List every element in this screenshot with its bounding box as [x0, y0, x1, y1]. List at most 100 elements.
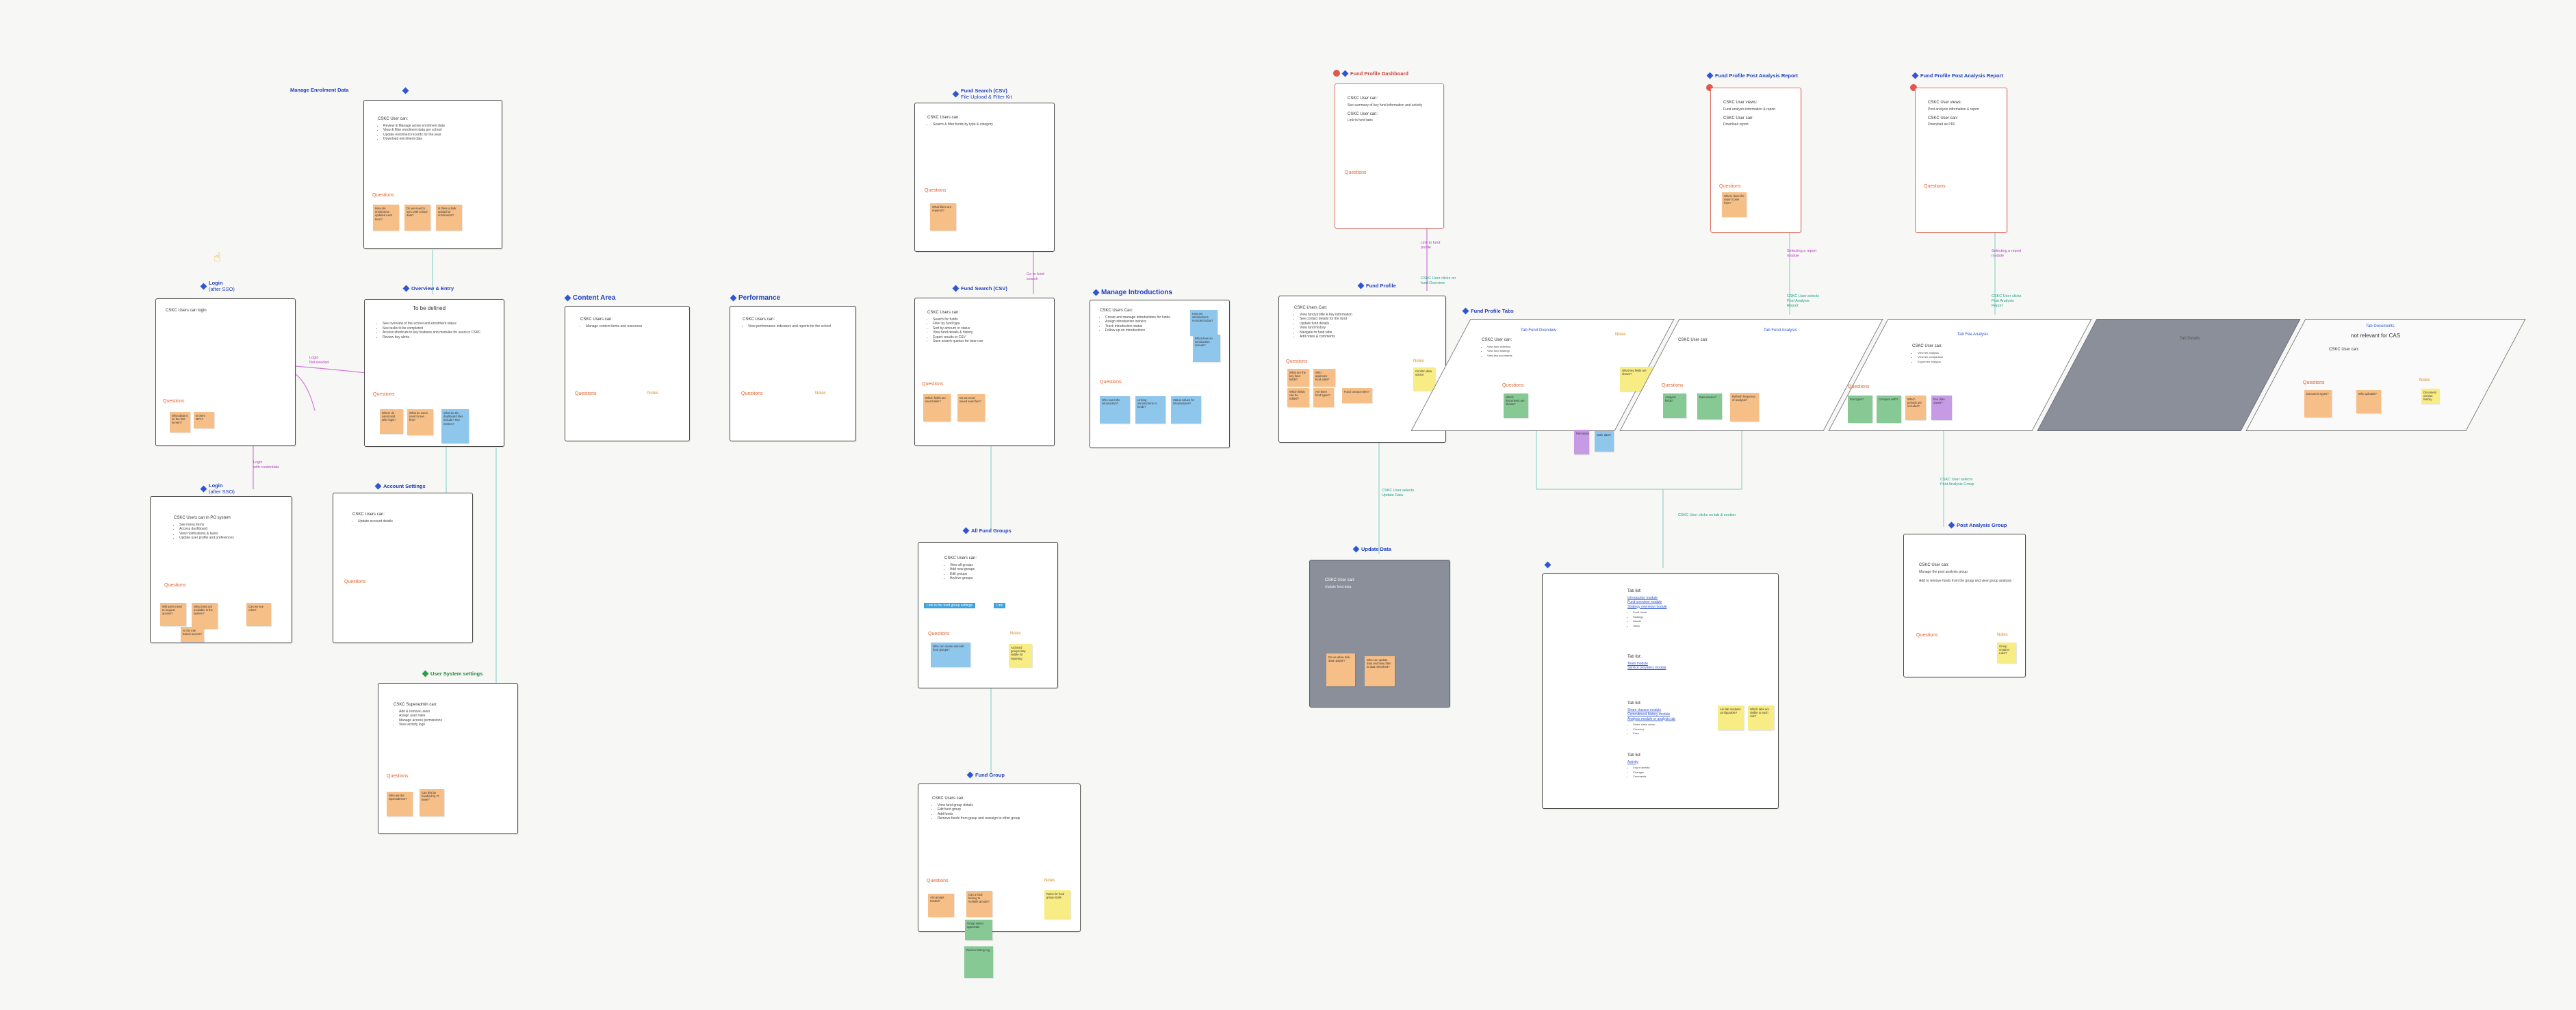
sticky-note[interactable]: Status values for introductions? — [1171, 396, 1201, 424]
tab-link[interactable]: Activity — [1627, 760, 1638, 764]
overview-title[interactable]: Overview & Entry — [402, 285, 454, 292]
sticky-note[interactable]: Fee data owner? — [1931, 396, 1952, 420]
sticky-note[interactable]: Review history log — [964, 946, 993, 978]
sticky-note[interactable]: Linking introductions to funds? — [1135, 396, 1165, 424]
tabs-detail-frame[interactable]: Tab list: Introduction module Fund overv… — [1542, 573, 1779, 809]
sticky-note[interactable]: Which periods are included? — [1905, 396, 1926, 420]
sticky-note[interactable]: What roles are available in the system? — [192, 603, 218, 629]
tab-details-title[interactable]: Tab Details — [2180, 337, 2200, 341]
tab-link[interactable]: Introduction module — [1627, 595, 1658, 600]
sticky-note[interactable]: Is there MFA? — [194, 412, 214, 428]
manage-enrolment-title[interactable]: Manage Enrolment Data — [290, 87, 349, 93]
sticky-note[interactable]: Who uploads? — [2356, 390, 2381, 413]
sticky-note[interactable]: What are the key fund fields? — [1287, 369, 1309, 387]
sticky-note[interactable]: Are groups nested? — [928, 894, 954, 917]
performance-title[interactable]: Performance — [730, 294, 780, 302]
post-analysis-frame-1[interactable]: CSKC User views: Fund analysis informati… — [1710, 88, 1801, 233]
fund-search-frame[interactable]: CSKC Users can: Search for funds Filter … — [914, 298, 1055, 446]
login-title[interactable]: Login(after SSO) — [200, 280, 235, 292]
update-data-frame[interactable]: CSKC User can: Update fund data Do we al… — [1309, 560, 1450, 708]
content-area-title[interactable]: Content Area — [564, 294, 615, 302]
sticky-note[interactable]: Who owns the introduction? — [1100, 396, 1130, 424]
sticky-note[interactable]: Do we need to sync with school data? — [404, 205, 430, 231]
sticky-note[interactable]: Rules for fund group totals — [1044, 890, 1070, 919]
post-analysis-group-title[interactable]: Post Analysis Group — [1948, 521, 2007, 529]
link-highlight[interactable]: Link to the fund group settings — [924, 603, 975, 608]
sticky-note[interactable]: What filters are required? — [930, 203, 956, 231]
tab-link[interactable]: Service providers module — [1627, 666, 1666, 670]
tab-link[interactable]: Share classes module — [1627, 708, 1662, 712]
fund-profile-dashboard-frame[interactable]: CSKC User can: See summary of key fund i… — [1335, 83, 1444, 229]
sticky-note[interactable]: Are tab modules configurable? — [1718, 705, 1744, 730]
tab-link[interactable]: Fund overview module — [1627, 600, 1662, 604]
sticky-note[interactable]: Where does the report come from? — [1722, 192, 1747, 217]
account-settings-title[interactable]: Account Settings — [374, 482, 426, 490]
sticky-note[interactable]: What data is on the first screen? — [170, 412, 190, 432]
overview-frame[interactable]: To be defined See overview of the school… — [364, 299, 504, 447]
sticky-note[interactable]: Which fields are searchable? — [923, 394, 951, 422]
fund-profile-title[interactable]: Fund Profile — [1357, 282, 1396, 289]
sticky-note[interactable]: Fee types? — [1848, 396, 1872, 423]
sticky-note[interactable]: Do we allow bulk data update? — [1326, 653, 1355, 686]
sticky-note[interactable]: How are enrolments updated each term? — [373, 205, 399, 231]
user-system-settings-frame[interactable]: CSKC Superadmin can: Add & remove users … — [378, 683, 518, 834]
all-fund-groups-title[interactable]: All Fund Groups — [962, 527, 1012, 534]
fund-group-frame[interactable]: CSKC Users can: View fund group details … — [918, 784, 1081, 940]
sticky-note[interactable]: Permissions? — [1574, 430, 1589, 454]
sticky-note[interactable]: Analysis fields? — [1663, 393, 1686, 418]
sticky-note[interactable]: Group creation rules? — [1997, 643, 2016, 663]
sticky-note[interactable]: Who are the superadmins? — [387, 792, 413, 816]
sticky-note[interactable]: What do the dashboard tiles include? Key… — [441, 409, 469, 443]
sticky-note[interactable]: Where do users land after login? — [380, 409, 403, 434]
sticky-note[interactable]: Compare with? — [1877, 396, 1901, 423]
sticky-note[interactable]: How are introductions recorded today? — [1190, 310, 1218, 336]
sticky-note[interactable]: Are there fund types? — [1313, 388, 1334, 407]
tab-link[interactable]: Team module — [1627, 661, 1649, 666]
login-title-2[interactable]: Login(after SSO) — [200, 482, 235, 495]
sticky-note[interactable]: Which documents are shown? — [1504, 393, 1528, 418]
post-analysis-title-1[interactable]: Fund Profile Post Analysis Report — [1706, 72, 1798, 79]
sticky-note[interactable]: Which fields can be edited? — [1287, 388, 1309, 407]
tab-link[interactable]: Strategy overview module — [1627, 604, 1667, 609]
tab-link[interactable]: Commitment history module — [1627, 712, 1671, 716]
sticky-note[interactable]: Document types? — [2304, 390, 2332, 417]
sticky-note[interactable]: Can this be handled by IT team? — [420, 789, 444, 816]
sticky-note[interactable]: Can a fund belong to multiple groups? — [966, 891, 992, 917]
account-settings-frame[interactable]: CSKC Users can: Update account details Q… — [333, 493, 473, 643]
fund-profile-tabs-title[interactable]: Fund Profile Tabs — [1462, 307, 1514, 315]
tab-link[interactable]: Analysis module or analysis tab — [1627, 716, 1676, 721]
sticky-note[interactable]: Which tabs are visible to each role? — [1748, 705, 1774, 730]
sticky-note[interactable]: What do users need to see first? — [407, 409, 433, 435]
sticky-note[interactable]: Archived groups stay visible for reporti… — [1009, 644, 1032, 667]
sticky-note[interactable]: Document version history — [2421, 389, 2439, 404]
sticky-note[interactable]: Can we see roles? — [246, 603, 271, 626]
sticky-note[interactable]: Do we need saved searches? — [957, 394, 985, 422]
fund-search-top-frame[interactable]: CSKC Users can: Search & filter funds by… — [914, 103, 1055, 252]
update-data-title[interactable]: Update Data — [1352, 545, 1391, 553]
login-frame-2[interactable]: CSKC Users can in PO system See menu ite… — [150, 496, 292, 643]
tab-documents-title[interactable]: Tab Documents — [2366, 324, 2395, 328]
post-analysis-title-2[interactable]: Fund Profile Post Analysis Report — [1911, 72, 2003, 79]
login-frame[interactable]: CSKC Users can login Questions What data… — [155, 298, 296, 446]
post-analysis-frame-2[interactable]: CSKC User views: Post analysis informati… — [1915, 88, 2007, 233]
sticky-note[interactable]: Who can update data and how often is dat… — [1365, 656, 1395, 686]
tab-fund-overview-title[interactable]: Tab Fund Overview — [1521, 328, 1556, 333]
sticky-note[interactable]: Stale data? — [1595, 431, 1614, 452]
sticky-note[interactable]: Is this role based access? — [181, 627, 204, 642]
fund-group-title[interactable]: Fund Group — [966, 771, 1005, 779]
sticky-note[interactable]: Fund contact roles? — [1342, 388, 1372, 403]
tab-fund-analysis-title[interactable]: Tab Fund Analysis — [1764, 328, 1797, 333]
sticky-note[interactable]: Refresh frequency of analysis? — [1730, 393, 1759, 422]
post-analysis-group-frame[interactable]: CSKC User can: Manage the post analysis … — [1903, 534, 2026, 677]
tab-fee-analysis-title[interactable]: Tab Fee Analysis — [1957, 333, 1989, 337]
manage-enrolment-frame[interactable]: CSKC User can: Review & Manage active en… — [363, 100, 502, 249]
content-area-frame[interactable]: CSKC Users can: Manage content items and… — [565, 306, 690, 441]
sticky-note[interactable]: Who can create and edit fund groups? — [931, 643, 970, 667]
sticky-note[interactable]: Is there a bulk upload for enrolments? — [436, 205, 462, 231]
sticky-note[interactable]: Data source? — [1697, 393, 1722, 419]
link-tag[interactable]: Link — [994, 603, 1006, 608]
sticky-note[interactable]: Who approves fund edits? — [1313, 369, 1335, 387]
sticky-note[interactable]: Will users need to request access? — [160, 603, 186, 626]
performance-frame[interactable]: CSKC Users can: View performance indicat… — [730, 306, 856, 441]
